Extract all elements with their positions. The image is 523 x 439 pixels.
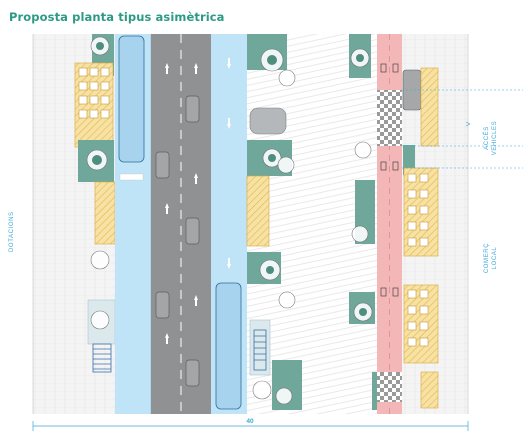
lane-arrows xyxy=(165,63,198,344)
label-dotacions: DOTACIONS xyxy=(9,211,15,252)
bench-area xyxy=(420,371,439,409)
label-vehicles: VEHICLES xyxy=(492,121,498,155)
crossing-checker xyxy=(377,372,402,402)
table-grid xyxy=(78,67,110,119)
access-zone xyxy=(420,67,439,147)
zone-dividers xyxy=(402,89,523,169)
crossing-checker xyxy=(377,90,402,146)
green-planter xyxy=(372,372,380,410)
label-acces: ACCÉS xyxy=(483,126,490,150)
bus-vehicle xyxy=(118,35,145,163)
bench-area xyxy=(94,181,116,245)
car xyxy=(155,95,200,387)
page-title: Proposta planta tipus asimètrica xyxy=(9,10,225,24)
terrace-area xyxy=(74,62,114,148)
kiosk xyxy=(249,107,287,135)
green-planter xyxy=(403,145,415,175)
bus-vehicle xyxy=(215,282,242,410)
dimension-label: 40 xyxy=(246,418,254,425)
bike-rack xyxy=(92,343,112,373)
bike-rack xyxy=(253,329,267,371)
label-comerc: COMERÇ xyxy=(484,243,490,273)
tree-canopies xyxy=(86,36,421,407)
carriageway xyxy=(151,34,211,414)
bench-area xyxy=(246,175,270,247)
table-grid xyxy=(407,173,429,247)
play-area xyxy=(249,319,271,376)
dimension-line xyxy=(32,421,469,431)
lane-arrows xyxy=(227,58,231,269)
table-grid xyxy=(407,289,429,347)
label-local: LOCAL xyxy=(492,247,498,270)
bicycle-marks xyxy=(380,63,399,297)
